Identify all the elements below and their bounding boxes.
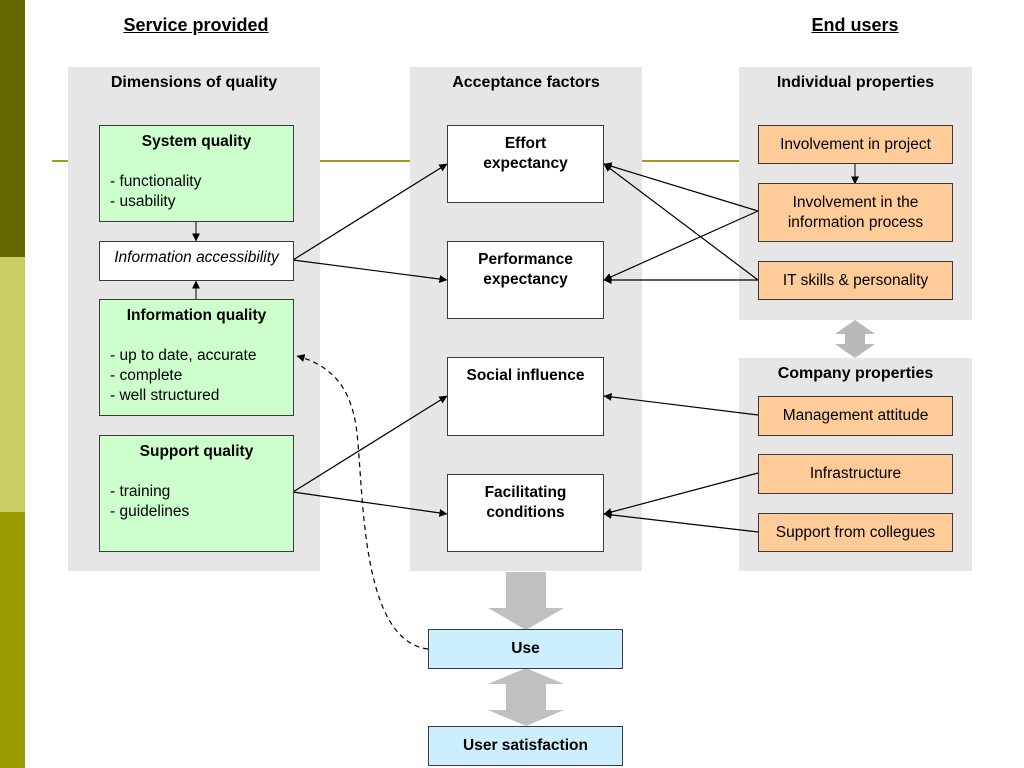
support-from-colleagues-label: Support from collegues: [775, 523, 936, 541]
social-influence-box: Social influence: [447, 357, 604, 436]
social-influence-label: Social influence: [466, 367, 585, 384]
arrow-support-to-facilitating: [292, 491, 448, 517]
support-from-colleagues-box: Support from collegues: [758, 513, 953, 552]
arrow-info-process-to-performance: [603, 210, 759, 281]
support-quality-title: Support quality: [139, 443, 254, 460]
sidebar-strip-light: [0, 257, 25, 512]
gray-arrow-factors-to-use: [488, 572, 564, 630]
information-quality-item: - complete: [110, 367, 183, 384]
information-quality-item: - well structured: [110, 387, 220, 404]
performance-expectancy-box: Performance expectancy: [447, 241, 604, 319]
facilitating-conditions-label: Facilitating conditions: [484, 484, 567, 521]
arrow-management-to-social: [603, 392, 759, 416]
panel-title-acceptance: Acceptance factors: [452, 74, 600, 91]
management-attitude-box: Management attitude: [758, 396, 953, 436]
panel-title-individual: Individual properties: [776, 74, 935, 91]
it-skills-box: IT skills & personality: [758, 261, 953, 300]
panel-title-dimensions: Dimensions of quality: [110, 74, 278, 91]
arrow-it-skills-to-effort: [603, 163, 759, 281]
heading-service-provided: Service provided: [123, 15, 269, 35]
involvement-info-process-box: Involvement in the information process: [758, 183, 953, 242]
dashed-arrow-use-to-information-quality: [296, 354, 429, 650]
gray-double-arrow-individual-company: [835, 320, 875, 358]
arrow-infrastructure-to-facilitating: [603, 472, 759, 516]
support-quality-item: - guidelines: [110, 503, 190, 520]
use-label: Use: [511, 640, 540, 657]
information-accessibility-label: Information accessibility: [114, 249, 279, 266]
information-quality-title: Information quality: [126, 307, 267, 324]
system-quality-box: System quality - functionality - usabili…: [99, 125, 294, 222]
gray-double-arrow-use-satisfaction: [488, 668, 564, 726]
panel-title-company: Company properties: [777, 365, 934, 382]
user-satisfaction-box: User satisfaction: [428, 726, 623, 766]
performance-expectancy-label: Performance expectancy: [478, 251, 573, 288]
system-quality-title: System quality: [141, 133, 252, 150]
arrow-support-colleagues-to-facilitating: [603, 510, 759, 533]
system-quality-item: - functionality: [110, 173, 202, 190]
involvement-in-project-box: Involvement in project: [758, 125, 953, 164]
involvement-in-project-label: Involvement in project: [780, 135, 931, 153]
involvement-info-process-label: Involvement in the information process: [787, 193, 924, 231]
infrastructure-label: Infrastructure: [809, 465, 902, 482]
sidebar-strip-mid: [0, 512, 25, 768]
information-accessibility-box: Information accessibility: [99, 241, 294, 281]
information-quality-item: - up to date, accurate: [110, 347, 257, 364]
arrow-info-process-to-effort: [603, 162, 759, 212]
arrow-support-to-social: [292, 395, 448, 493]
support-quality-box: Support quality - training - guidelines: [99, 435, 294, 552]
system-quality-item: - usability: [110, 193, 176, 210]
arrow-accessibility-to-performance: [292, 259, 448, 283]
effort-expectancy-box: Effort expectancy: [447, 125, 604, 203]
user-satisfaction-label: User satisfaction: [463, 737, 588, 754]
infrastructure-box: Infrastructure: [758, 454, 953, 494]
arrow-accessibility-to-effort: [292, 163, 448, 261]
heading-end-users: End users: [811, 15, 899, 35]
sidebar-strip-dark: [0, 0, 25, 257]
it-skills-label: IT skills & personality: [782, 271, 929, 289]
facilitating-conditions-box: Facilitating conditions: [447, 474, 604, 552]
information-quality-box: Information quality - up to date, accura…: [99, 299, 294, 416]
use-box: Use: [428, 629, 623, 669]
support-quality-item: - training: [110, 483, 171, 500]
effort-expectancy-label: Effort expectancy: [483, 135, 568, 172]
management-attitude-label: Management attitude: [782, 407, 929, 424]
